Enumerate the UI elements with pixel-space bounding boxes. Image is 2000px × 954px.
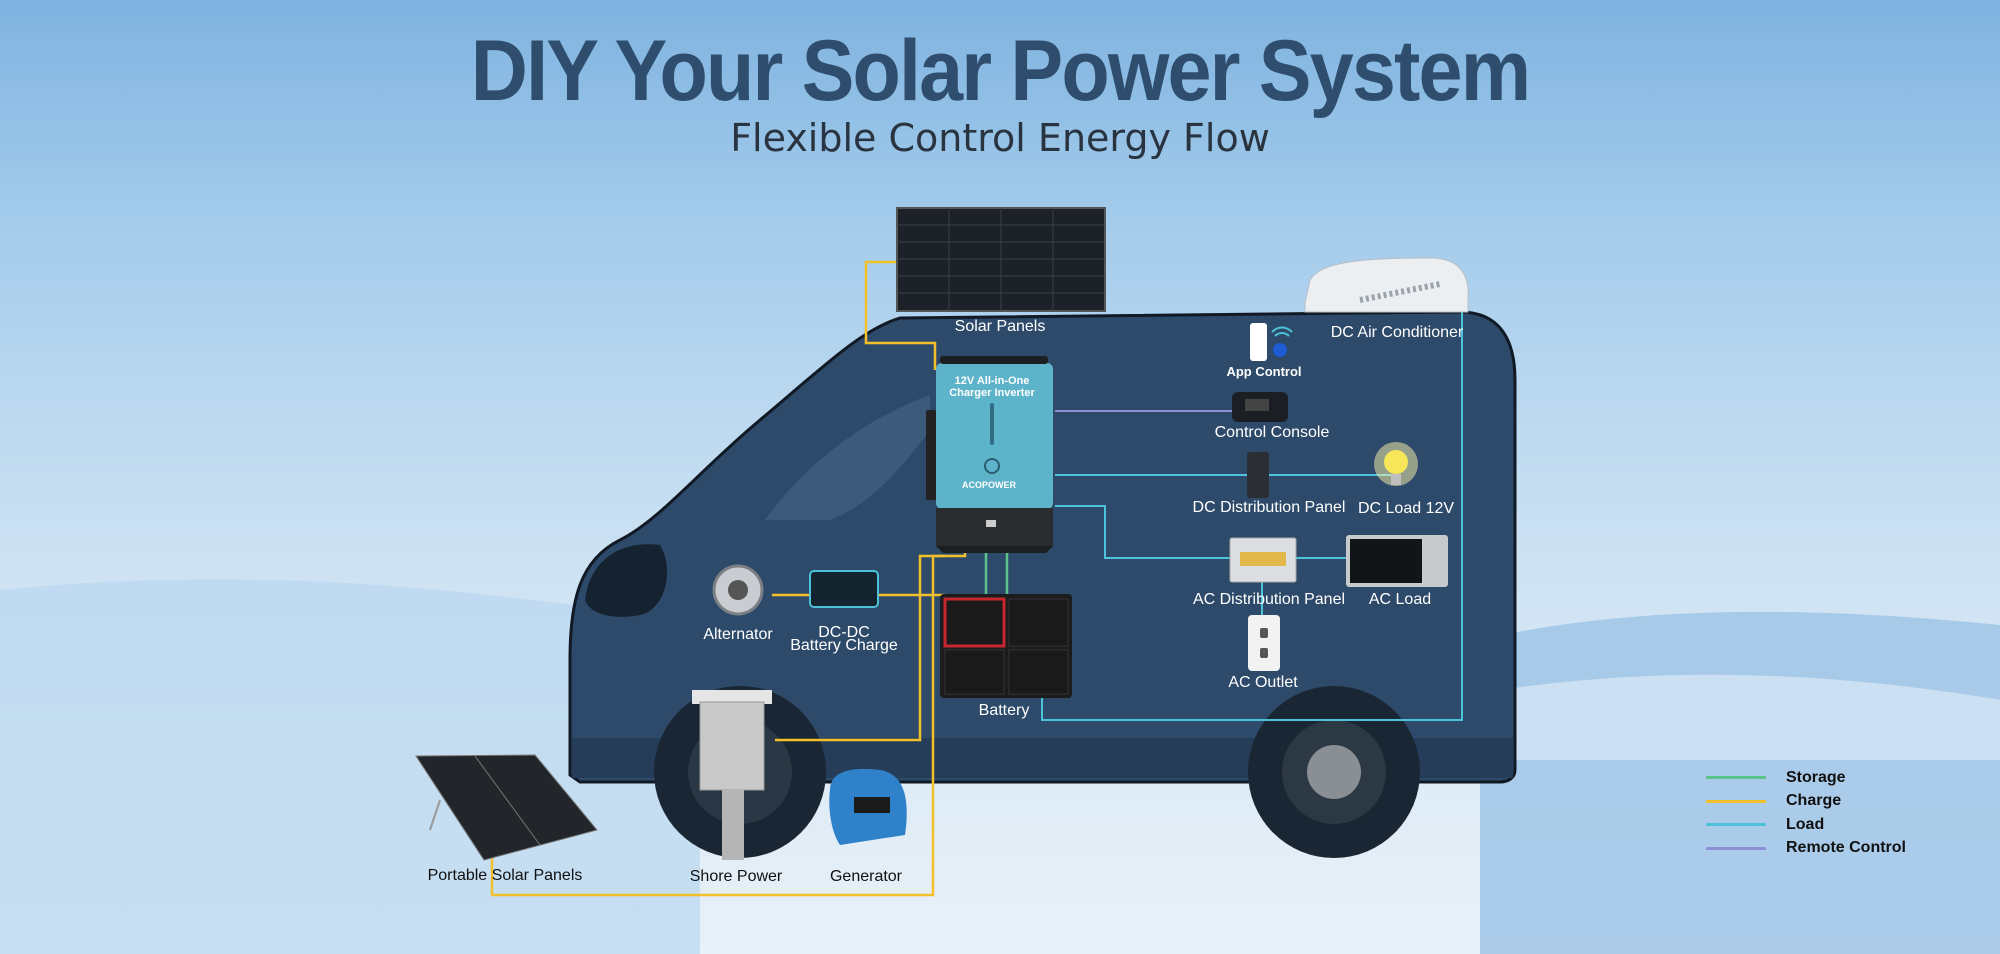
dcdc-charger-device bbox=[809, 570, 879, 608]
dc-air-conditioner-label: DC Air Conditioner bbox=[1330, 324, 1464, 341]
control-console-device bbox=[1232, 392, 1288, 422]
legend-swatch bbox=[1706, 823, 1766, 827]
shore-power-device bbox=[692, 690, 772, 860]
battery-bank bbox=[940, 594, 1072, 698]
ac-outlet-device bbox=[1248, 615, 1280, 671]
ac-distribution-panel-device bbox=[1229, 537, 1297, 583]
dc-distribution-panel-device bbox=[1247, 452, 1269, 498]
legend-label: Load bbox=[1786, 815, 1825, 833]
brand-logo-text: ACOPOWER bbox=[962, 480, 1016, 490]
alternator-device bbox=[712, 564, 764, 616]
ac-outlet-label: AC Outlet bbox=[1228, 674, 1298, 691]
app-control-label: App Control bbox=[1226, 364, 1302, 379]
legend-swatch bbox=[1706, 776, 1766, 780]
legend-item-load: Load bbox=[1706, 813, 1906, 837]
battery-label: Battery bbox=[978, 702, 1030, 719]
rear-wheel bbox=[1248, 686, 1420, 858]
legend: Storage Charge Load Remote Control bbox=[1706, 766, 1906, 860]
page-subtitle: Flexible Control Energy Flow bbox=[730, 116, 1270, 160]
legend-item-remote-control: Remote Control bbox=[1706, 837, 1906, 861]
legend-item-storage: Storage bbox=[1706, 766, 1906, 790]
dc-distribution-panel-label: DC Distribution Panel bbox=[1192, 499, 1346, 516]
ac-load-label: AC Load bbox=[1368, 591, 1432, 608]
legend-label: Charge bbox=[1786, 792, 1842, 810]
legend-label: Remote Control bbox=[1786, 839, 1906, 857]
dcdc-label-line1: DC-DC bbox=[818, 624, 870, 641]
solar-panels-label: Solar Panels bbox=[954, 318, 1046, 335]
ac-distribution-panel-label: AC Distribution Panel bbox=[1192, 591, 1346, 608]
dc-air-conditioner-unit bbox=[1304, 257, 1469, 313]
shore-power-label: Shore Power bbox=[689, 868, 783, 885]
legend-label: Storage bbox=[1786, 768, 1846, 786]
solar-panel bbox=[896, 207, 1106, 312]
generator-label: Generator bbox=[829, 868, 903, 885]
load-lines bbox=[1041, 300, 1463, 721]
dc-load-label: DC Load 12V bbox=[1357, 500, 1455, 517]
page-title: DIY Your Solar Power System bbox=[470, 23, 1531, 119]
legend-item-charge: Charge bbox=[1706, 790, 1906, 814]
portable-solar-panels-label: Portable Solar Panels bbox=[427, 867, 583, 884]
dcdc-label-line2: Battery Charge bbox=[790, 637, 898, 654]
app-control-device bbox=[1250, 323, 1293, 361]
charger-inverter-unit bbox=[926, 356, 1053, 553]
portable-solar-panel-device bbox=[415, 754, 598, 861]
bulb-device bbox=[1374, 442, 1418, 486]
storage-lines bbox=[984, 548, 1009, 598]
legend-swatch bbox=[1706, 799, 1766, 803]
legend-swatch bbox=[1706, 846, 1766, 850]
microwave-device bbox=[1346, 535, 1448, 587]
control-console-label: Control Console bbox=[1214, 424, 1330, 441]
charge-lines bbox=[490, 260, 967, 897]
generator-device bbox=[829, 768, 907, 845]
alternator-label: Alternator bbox=[703, 626, 773, 643]
charger-inverter-label: 12V All-in-One Charger Inverter bbox=[949, 375, 1035, 399]
